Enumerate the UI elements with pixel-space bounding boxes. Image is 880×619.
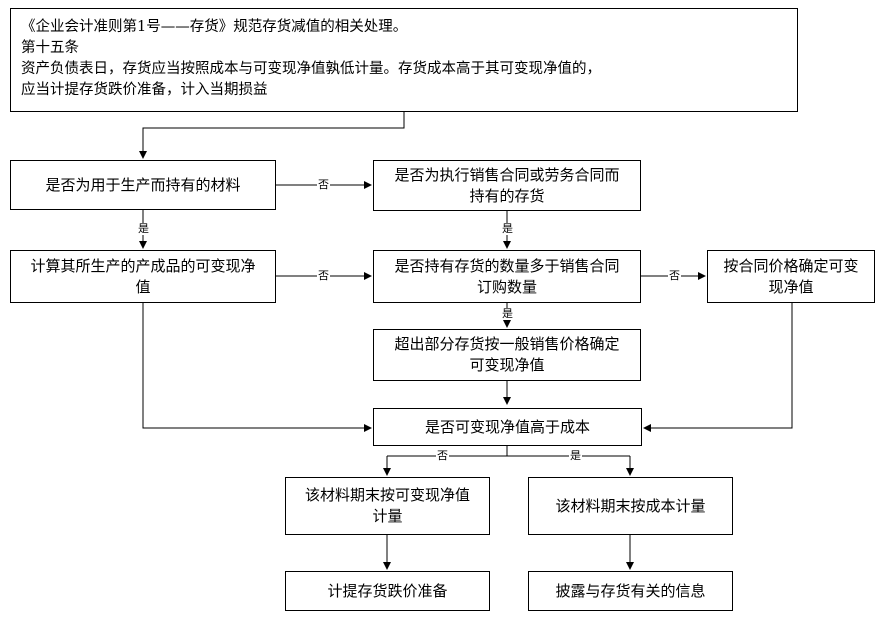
node-measure-cost: 该材料期末按成本计量 (528, 477, 733, 535)
node-provision: 计提存货跌价准备 (285, 571, 490, 611)
node-disclose-text: 披露与存货有关的信息 (555, 581, 706, 600)
edge-label-contract-yes: 是 (501, 222, 514, 235)
edge-label-quantity-yes: 是 (501, 307, 514, 320)
edge-label-calc-no: 否 (317, 269, 330, 282)
node-q-material: 是否为用于生产而持有的材料 (10, 160, 276, 210)
node-calc-product: 计算其所生产的产成品的可变现净值 (10, 250, 276, 303)
node-q-nrv-cost-text: 是否可变现净值高于成本 (424, 417, 590, 436)
standard-header-box: 《企业会计准则第1号——存货》规范存货减值的相关处理。 第十五条 资产负债表日，… (10, 8, 798, 112)
node-measure-nrv-text: 该材料期末按可变现净值计量 (304, 486, 470, 525)
node-q-material-text: 是否为用于生产而持有的材料 (45, 175, 241, 194)
header-line-2: 第十五条 (21, 40, 79, 56)
node-excess-general-text: 超出部分存货按一般销售价格确定可变现净值 (394, 335, 620, 374)
node-measure-cost-text: 该材料期末按成本计量 (555, 496, 706, 515)
edge-label-material-no: 否 (317, 178, 330, 191)
node-contract-price-text: 按合同价格确定可变现净值 (723, 256, 859, 296)
node-q-contract-text: 是否为执行销售合同或劳务合同而持有的存货 (394, 165, 620, 205)
node-measure-nrv: 该材料期末按可变现净值计量 (285, 477, 490, 535)
edge-contractprice-to-nrv (643, 303, 793, 432)
edge-label-material-yes: 是 (137, 222, 150, 235)
node-provision-text: 计提存货跌价准备 (327, 581, 448, 600)
node-q-contract: 是否为执行销售合同或劳务合同而持有的存货 (373, 160, 641, 211)
node-calc-product-text: 计算其所生产的产成品的可变现净值 (30, 256, 256, 296)
node-disclose: 披露与存货有关的信息 (528, 571, 733, 611)
node-contract-price: 按合同价格确定可变现净值 (707, 250, 875, 303)
edge-header-to-material (139, 112, 405, 159)
node-q-nrv-cost: 是否可变现净值高于成本 (373, 408, 642, 446)
node-excess-general: 超出部分存货按一般销售价格确定可变现净值 (373, 329, 641, 381)
edge-label-quantity-no: 否 (668, 269, 681, 282)
edge-label-nrv-yes: 是 (569, 449, 582, 462)
node-q-quantity: 是否持有存货的数量多于销售合同订购数量 (373, 250, 641, 303)
header-line-1: 《企业会计准则第1号——存货》规范存货减值的相关处理。 (21, 19, 408, 35)
header-line-4: 应当计提存货跌价准备，计入当期损益 (21, 82, 268, 98)
header-line-3: 资产负债表日，存货应当按照成本与可变现净值孰低计量。存货成本高于其可变现净值的， (21, 61, 601, 77)
edge-label-nrv-no: 否 (436, 449, 449, 462)
edge-calc-to-nrv (142, 303, 372, 432)
node-q-quantity-text: 是否持有存货的数量多于销售合同订购数量 (394, 256, 620, 296)
